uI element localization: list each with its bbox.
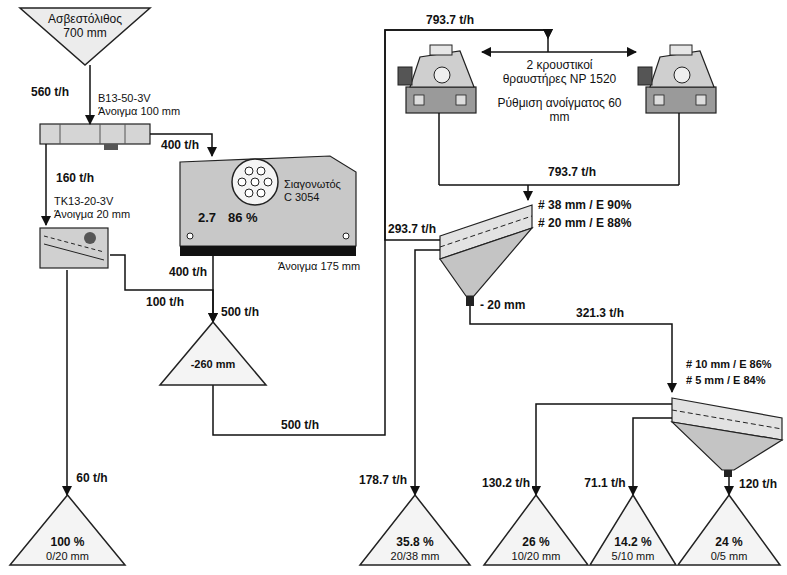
product-pile: 26 %10/20 mm bbox=[484, 495, 588, 565]
flow-line bbox=[527, 185, 529, 200]
pile-triangle bbox=[484, 495, 588, 565]
pile-triangle bbox=[590, 495, 676, 565]
node-text: 24 % bbox=[678, 535, 780, 549]
flow-rate: 100 t/h bbox=[144, 295, 186, 309]
node-text: 0/5 mm bbox=[678, 550, 780, 563]
product-pile: 100 %0/20 mm bbox=[10, 495, 125, 565]
flow-line bbox=[66, 270, 68, 495]
screen: # 38 mm / E 90%# 20 mm / E 88%- 20 mm bbox=[440, 200, 532, 306]
node-text: TK13-20-3V Άνοιγμα 20 mm bbox=[54, 195, 146, 221]
flow-rate: 178.7 t/h bbox=[357, 473, 409, 487]
node-text: 0/20 mm bbox=[10, 550, 125, 563]
flow-line bbox=[150, 134, 212, 156]
pile-outline bbox=[160, 322, 266, 385]
node-text: 2 κρουστικοί θραυστήρες NP 1520 bbox=[497, 58, 622, 87]
flow-rate: 500 t/h bbox=[279, 418, 321, 432]
flow-line bbox=[536, 404, 672, 495]
flow-line bbox=[89, 65, 91, 124]
flow-line bbox=[212, 256, 214, 322]
node-text: 100 % bbox=[10, 535, 125, 549]
pile-triangle bbox=[10, 495, 125, 565]
node-text: 14.2 % bbox=[590, 535, 676, 549]
flow-rate: 321.3 t/h bbox=[574, 306, 626, 320]
flow-line bbox=[110, 255, 213, 322]
flow-rate: 130.2 t/h bbox=[480, 476, 532, 490]
double-deck-screen-symbol bbox=[440, 205, 532, 306]
flow-rate: 160 t/h bbox=[54, 171, 96, 185]
flow-rate: 60 t/h bbox=[74, 471, 109, 485]
flow-rate: 560 t/h bbox=[29, 85, 71, 99]
node-text: 5/10 mm bbox=[590, 550, 676, 563]
node-text: # 10 mm / E 86% bbox=[686, 358, 772, 371]
node-text: B13-50-3V Άνοιγμα 100 mm bbox=[98, 92, 190, 118]
pile-triangle bbox=[20, 8, 150, 65]
node-text: 10/20 mm bbox=[484, 550, 588, 563]
product-pile: 24 %0/5 mm bbox=[678, 495, 780, 565]
node-text: Ρύθμιση ανοίγματος 60 mm bbox=[497, 96, 622, 125]
pile-triangle bbox=[678, 495, 780, 565]
flow-line bbox=[415, 250, 440, 495]
product-pile: 14.2 %5/10 mm bbox=[590, 495, 676, 565]
node-text: Άνοιγμα 175 mm bbox=[278, 260, 360, 273]
node-text: # 38 mm / E 90% bbox=[538, 198, 631, 212]
impact-crushers: 2 κρουστικοί θραυστήρες NP 1520Ρύθμιση α… bbox=[395, 38, 720, 185]
flow-line bbox=[633, 418, 672, 495]
node-text: - 20 mm bbox=[480, 298, 525, 312]
flow-rate: 500 t/h bbox=[219, 305, 261, 319]
flow-rate: 120 t/h bbox=[737, 477, 779, 491]
flow-rate: 793.7 t/h bbox=[546, 165, 598, 179]
pile-triangle bbox=[160, 322, 266, 385]
flow-rate: 293.7 t/h bbox=[386, 222, 438, 236]
stockpile: -260 mm bbox=[160, 322, 266, 385]
flow-line bbox=[213, 30, 548, 435]
node-text: 2.7 bbox=[198, 210, 216, 226]
node-text: # 20 mm / E 88% bbox=[538, 216, 631, 230]
node-text: 86 % bbox=[228, 210, 258, 226]
node-text: Ασβεστόλιθος 700 mm bbox=[40, 12, 130, 41]
node-text: 26 % bbox=[484, 535, 588, 549]
node-text: 20/38 mm bbox=[360, 550, 470, 563]
grizzly-feeder: B13-50-3V Άνοιγμα 100 mm bbox=[40, 124, 150, 144]
node-text: 35.8 % bbox=[360, 535, 470, 549]
double-deck-screen-symbol bbox=[672, 398, 782, 477]
flow-rate: 71.1 t/h bbox=[582, 476, 627, 490]
pile-triangle bbox=[360, 495, 470, 565]
vibrating-screen: TK13-20-3V Άνοιγμα 20 mm bbox=[38, 225, 110, 270]
flow-line bbox=[470, 306, 672, 392]
feed-stockpile: Ασβεστόλιθος 700 mm bbox=[20, 8, 150, 65]
flow-line bbox=[45, 144, 47, 225]
flow-rate: 793.7 t/h bbox=[424, 13, 476, 27]
node-text: -260 mm bbox=[160, 358, 266, 371]
vibrating-screen-symbol bbox=[40, 228, 108, 268]
flow-rate: 400 t/h bbox=[159, 138, 201, 152]
node-text: Σιαγονωτός C 3054 bbox=[284, 178, 350, 204]
flow-line bbox=[728, 477, 730, 495]
node-text: # 5 mm / E 84% bbox=[686, 374, 766, 387]
impact-crushers-symbol bbox=[398, 38, 716, 185]
grizzly-feeder-symbol bbox=[40, 124, 150, 150]
flow-rate: 400 t/h bbox=[167, 265, 209, 279]
screen: # 10 mm / E 86%# 5 mm / E 84% bbox=[672, 392, 782, 477]
jaw-crusher: 2.786 %Σιαγονωτός C 3054Άνοιγμα 175 mm bbox=[180, 156, 356, 256]
product-pile: 35.8 %20/38 mm bbox=[360, 495, 470, 565]
flow-line bbox=[385, 30, 548, 240]
jaw-crusher-symbol bbox=[180, 156, 356, 256]
